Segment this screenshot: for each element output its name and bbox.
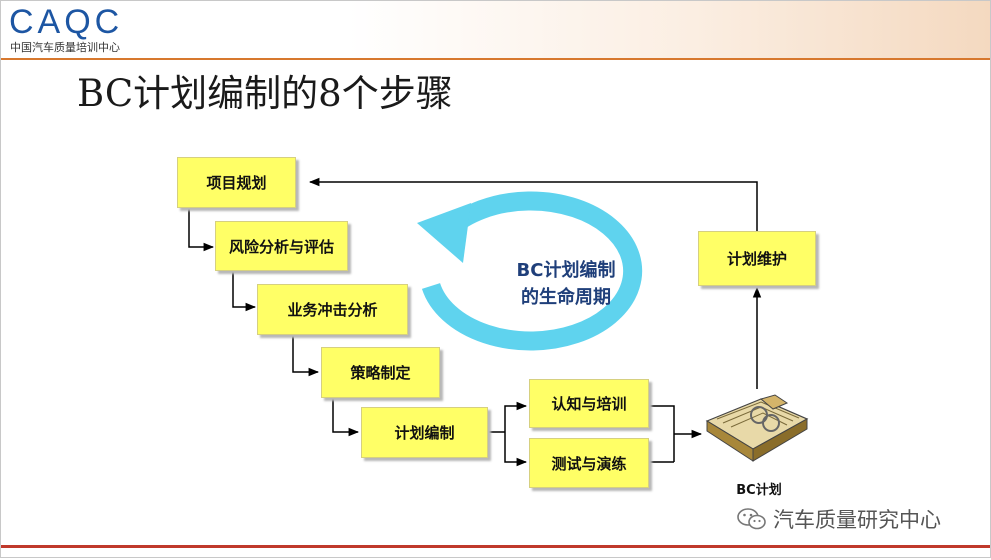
step-strategy: 策略制定: [321, 347, 440, 398]
step-testing-drills: 测试与演练: [529, 438, 649, 488]
book-label: BC计划: [736, 483, 782, 498]
step-plan-writing: 计划编制: [361, 407, 488, 458]
footer-rule: [1, 545, 990, 548]
header-divider: [1, 58, 990, 60]
cycle-label-line2: 的生命周期: [521, 287, 611, 308]
step-awareness-training: 认知与培训: [529, 379, 649, 428]
header-band: [1, 1, 990, 59]
page-title: BC计划编制的8个步骤: [77, 72, 453, 115]
step-risk-analysis: 风险分析与评估: [215, 221, 348, 271]
logo-subtitle: 中国汽车质量培训中心: [10, 41, 120, 54]
connector-split-7: [504, 432, 528, 467]
step-project-planning: 项目规划: [177, 157, 296, 208]
caqc-logo: CAQC 中国汽车质量培训中心: [9, 3, 139, 55]
connector-3-4: [292, 335, 320, 377]
logo-text: CAQC: [9, 3, 124, 41]
watermark-text: 汽车质量研究中心: [773, 508, 941, 532]
cycle-label-line1: BC计划编制: [516, 260, 616, 281]
connector-1-2: [188, 208, 215, 252]
step-plan-maintenance: 计划维护: [698, 231, 816, 286]
connector-8-1: [308, 177, 758, 231]
wechat-icon: [737, 507, 767, 531]
connector-6-merge: [649, 405, 675, 462]
book-icon: [705, 394, 809, 462]
cycle-label: BC计划编制 的生命周期: [491, 257, 641, 311]
step-business-impact-analysis: 业务冲击分析: [257, 284, 408, 335]
watermark: 汽车质量研究中心: [737, 504, 941, 534]
connector-2-3: [232, 271, 257, 312]
connector-4-5: [332, 398, 360, 437]
connector-split-6: [504, 401, 528, 432]
cycle-arrow-icon: [417, 191, 643, 351]
